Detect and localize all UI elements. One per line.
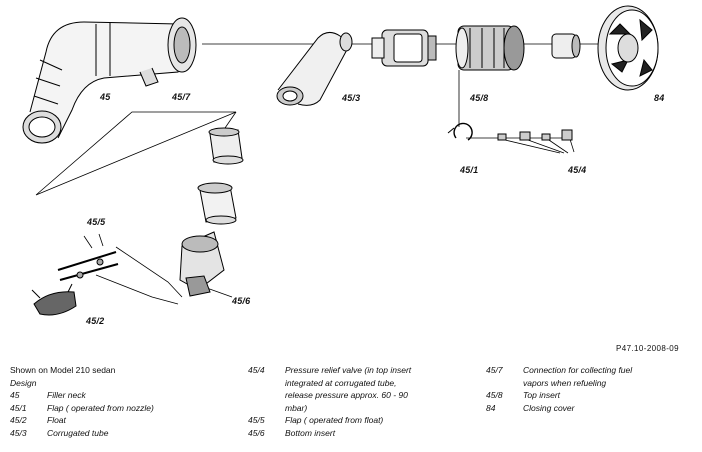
legend-desc: Top insert	[523, 390, 561, 401]
legend-column-1: Shown on Model 210 sedan Design 45 Fille…	[10, 364, 240, 440]
callout-closing-cover: 84	[654, 93, 665, 103]
legend-desc: Closing cover	[523, 402, 575, 413]
middle-insert-drawing	[197, 182, 237, 225]
legend-code: 45/8	[486, 390, 503, 401]
corrugated-tube-drawing	[276, 32, 353, 106]
legend-desc: Pressure relief valve (in top insert int…	[285, 365, 412, 413]
legend-desc: Bottom insert	[285, 427, 336, 438]
legend-item: 45/2 Float	[10, 414, 240, 427]
exploded-diagram	[22, 5, 659, 316]
callout-corrugated-tube: 45/3	[342, 93, 361, 103]
float-drawing	[31, 283, 77, 316]
small-cap-drawing	[551, 33, 581, 59]
legend-item: 45/4 Pressure relief valve (in top inser…	[248, 364, 478, 414]
legend-code: 45/7	[486, 365, 503, 375]
legend-code: 45/6	[248, 427, 265, 438]
flap-drawing	[447, 122, 473, 141]
float-flap-drawing	[57, 251, 119, 281]
callout-bottom-insert: 45/6	[232, 296, 251, 306]
bottom-insert-drawing	[179, 231, 225, 297]
callout-vapor-connection: 45/7	[172, 92, 191, 102]
top-insert-drawing	[455, 25, 525, 71]
legend-desc: Flap ( operated from nozzle)	[47, 402, 154, 413]
callout-nozzle-flap: 45/1	[460, 165, 479, 175]
figure-reference: P47.10-2008-09	[616, 344, 679, 353]
legend-code: 45/1	[10, 402, 27, 413]
valve-housing-drawing	[371, 29, 437, 67]
sleeve-drawing	[208, 127, 244, 165]
legend-item: 45/8 Top insert	[486, 389, 696, 402]
legend-desc: Corrugated tube	[47, 427, 109, 438]
legend-code: 45	[10, 390, 20, 401]
legend-item: 45/1 Flap ( operated from nozzle)	[10, 402, 240, 415]
legend-column-3: 45/7 Connection for collecting fuel vapo…	[486, 364, 696, 414]
legend-heading: Shown on Model 210 sedan	[10, 365, 116, 375]
legend-item: 45 Filler neck	[10, 389, 240, 402]
callout-top-insert: 45/8	[470, 93, 489, 103]
callout-float: 45/2	[86, 316, 105, 326]
closing-cover-drawing	[597, 5, 659, 91]
legend-item: 84 Closing cover	[486, 402, 696, 415]
legend-code: 45/5	[248, 415, 265, 426]
relief-valve-parts-drawing	[497, 129, 573, 141]
callout-float-flap: 45/5	[87, 217, 106, 227]
legend-item: 45/7 Connection for collecting fuel vapo…	[486, 364, 696, 389]
legend-item: 45/6 Bottom insert	[248, 427, 478, 440]
legend-item: 45/5 Flap ( operated from float)	[248, 414, 478, 427]
legend-code: 84	[486, 402, 496, 413]
legend-desc: Float	[47, 415, 66, 426]
legend-subheading: Design	[10, 377, 37, 388]
legend-desc: Connection for collecting fuel vapors wh…	[523, 365, 633, 388]
legend-item: 45/3 Corrugated tube	[10, 427, 240, 440]
legend-code: 45/2	[10, 415, 27, 426]
filler-neck-drawing	[22, 17, 197, 144]
legend-desc: Filler neck	[47, 390, 86, 401]
legend-desc: Flap ( operated from float)	[285, 415, 384, 426]
legend-code: 45/4	[248, 365, 265, 375]
callout-relief-valve: 45/4	[568, 165, 587, 175]
legend-column-2: 45/4 Pressure relief valve (in top inser…	[248, 364, 478, 440]
callout-filler-neck: 45	[100, 92, 111, 102]
legend-code: 45/3	[10, 427, 27, 438]
